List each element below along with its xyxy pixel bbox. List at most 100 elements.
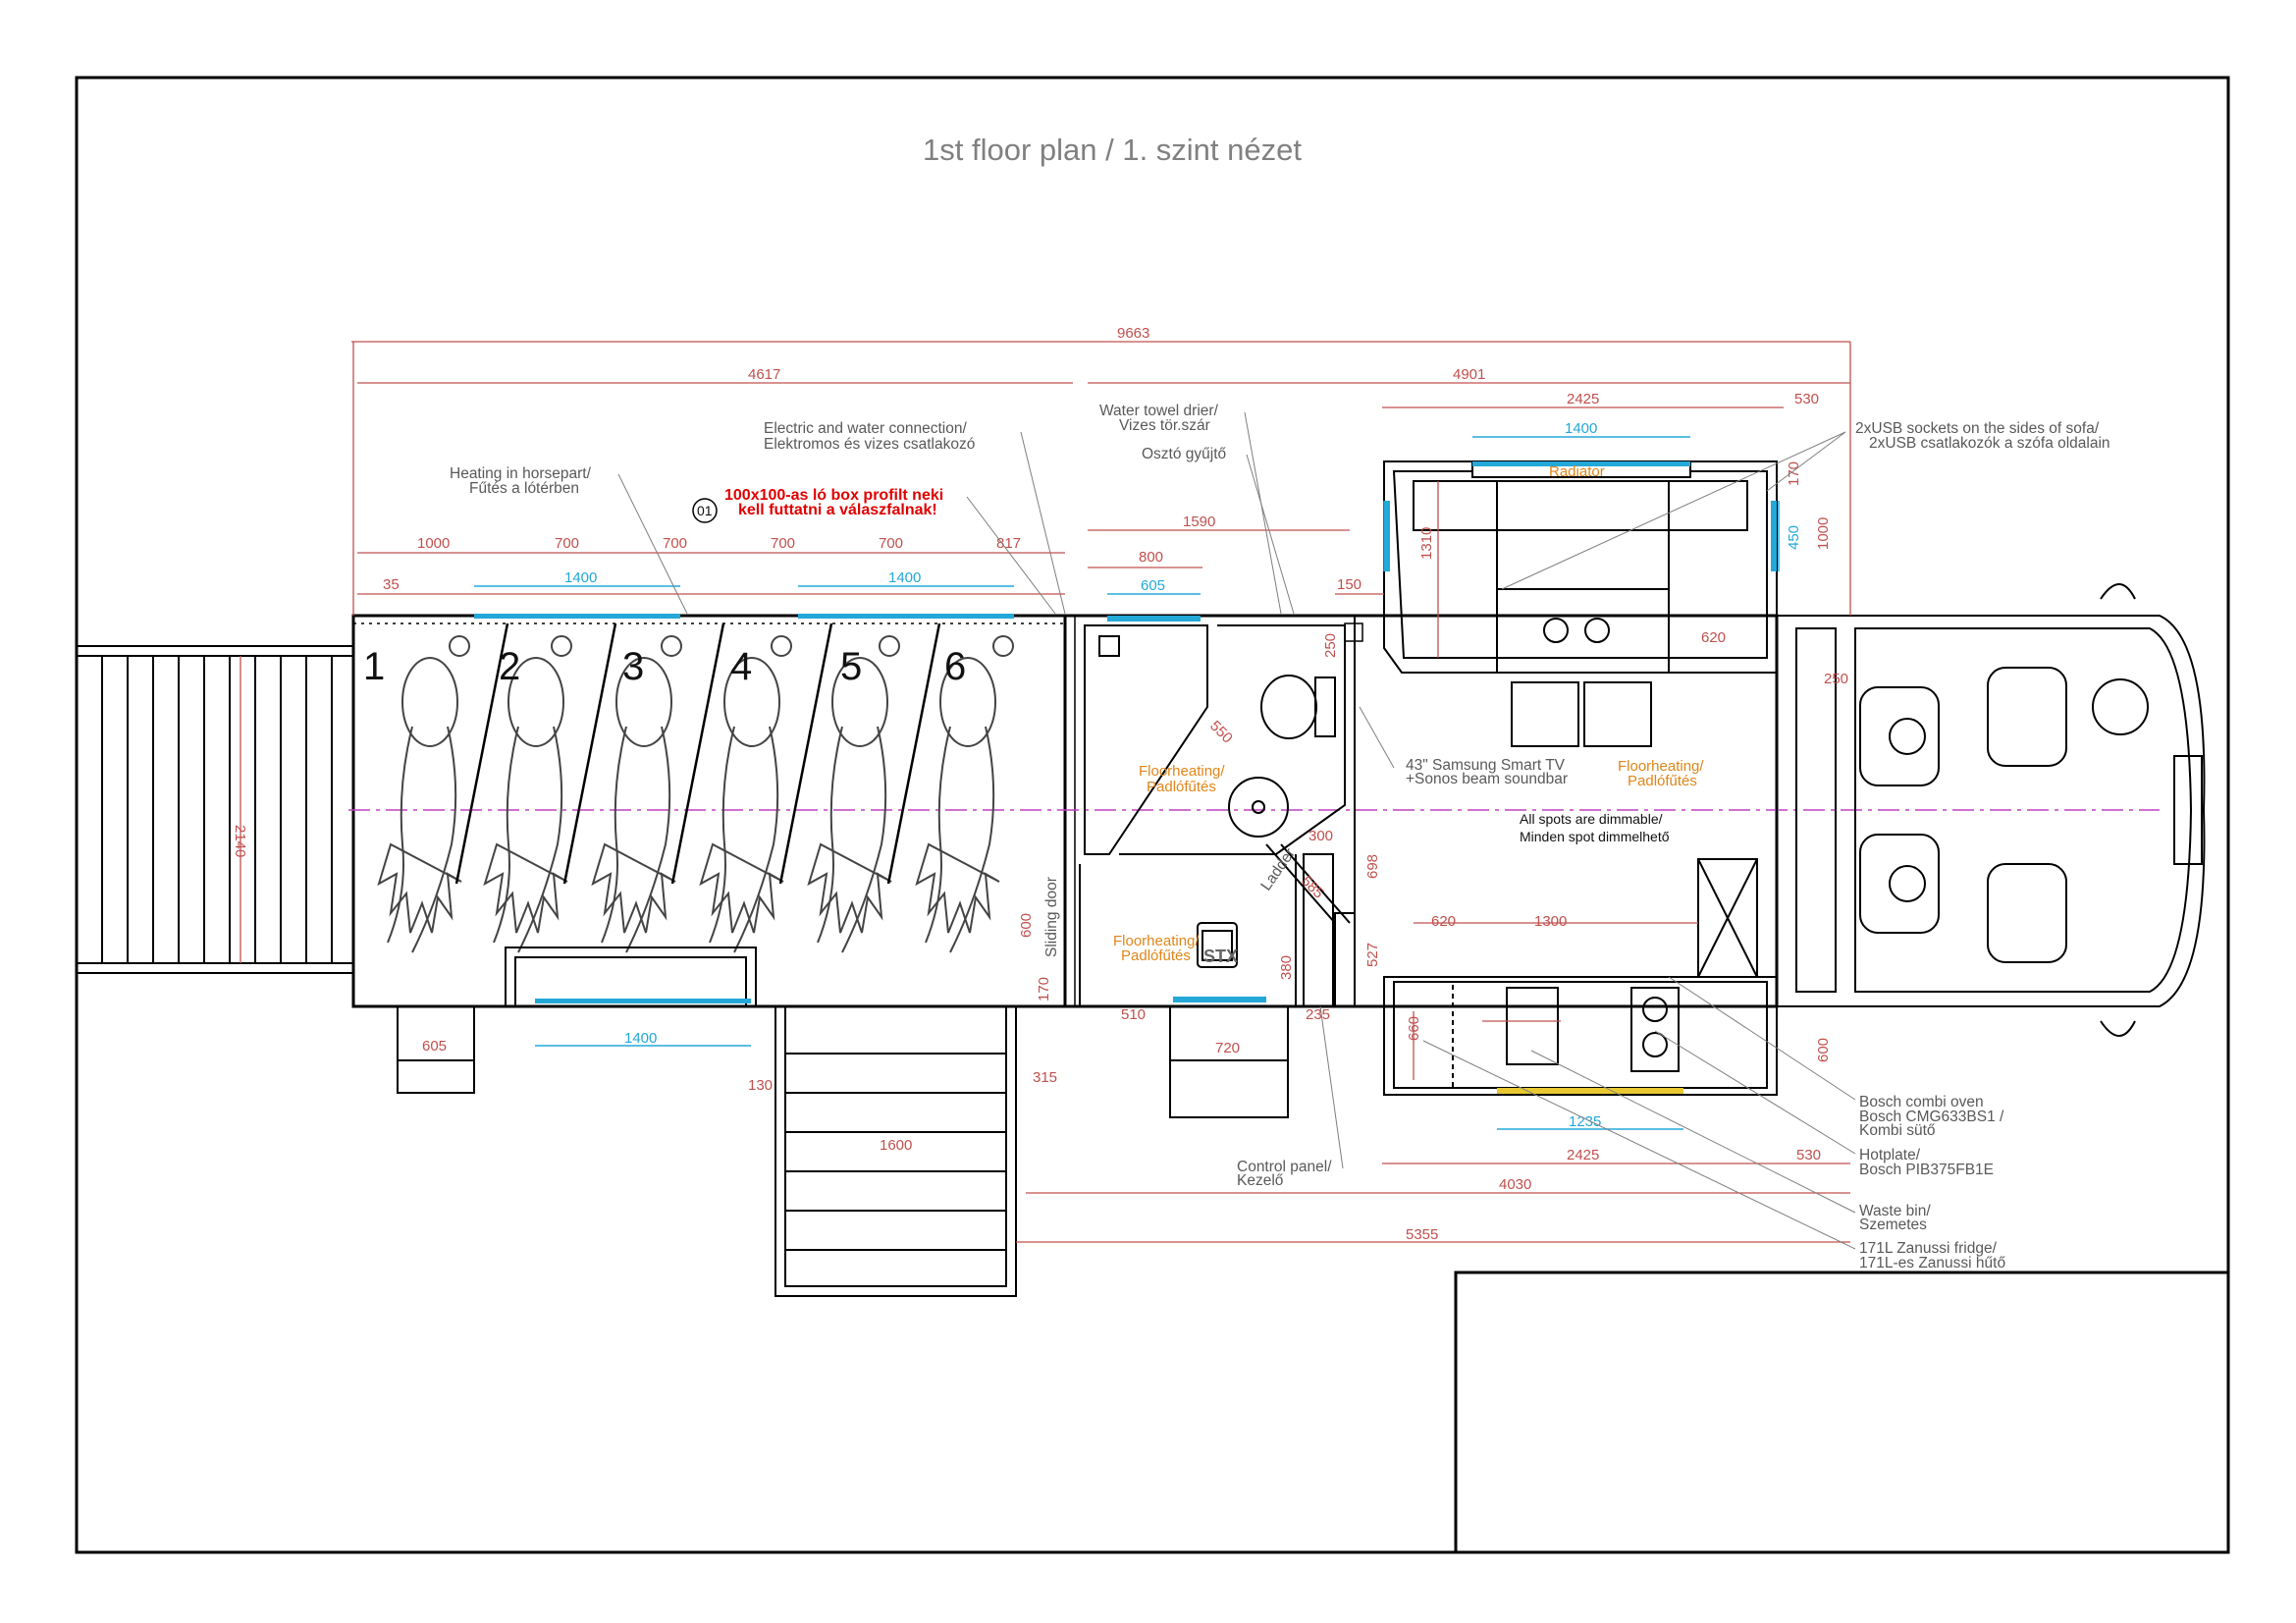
svg-text:170: 170 [1036, 977, 1052, 1001]
floorheating-label: Floorheating/ [1618, 758, 1704, 775]
svg-text:660: 660 [1406, 1016, 1422, 1041]
leader-lines [617, 411, 1856, 1250]
svg-text:510: 510 [1121, 1006, 1146, 1023]
svg-text:380: 380 [1278, 955, 1295, 980]
glass-dimension-lines [474, 436, 1780, 1130]
entrance-stairs [774, 1005, 1017, 1297]
svg-text:450: 450 [1786, 525, 1802, 550]
usb-label: 2xUSB sockets on the sides of sofa/ [1855, 420, 2100, 437]
fridge-label: 171L Zanussi fridge/ [1859, 1240, 1998, 1257]
svg-text:698: 698 [1364, 854, 1381, 879]
title-block [1454, 1271, 2230, 1554]
svg-text:700: 700 [555, 535, 579, 552]
elec-label: Elektromos és vizes csatlakozó [764, 436, 975, 453]
svg-text:1000: 1000 [417, 535, 450, 552]
kitchen [1383, 858, 1778, 1096]
svg-text:1235: 1235 [1569, 1113, 1601, 1130]
horse-side-door [397, 947, 757, 1094]
fridge [1393, 981, 1454, 1089]
radiator-label: Radiator [1549, 463, 1605, 480]
blue-windows [474, 614, 1014, 1003]
seat [1987, 667, 2067, 767]
svg-text:620: 620 [1431, 913, 1456, 930]
elec-label: Electric and water connection/ [764, 420, 967, 437]
usb-label: 2xUSB csatlakozók a szófa oldalain [1869, 435, 2110, 452]
control-panel-label: Kezelő [1237, 1172, 1283, 1189]
hotplate-label: Hotplate/ [1859, 1147, 1921, 1163]
svg-text:4030: 4030 [1499, 1176, 1531, 1193]
towel-drier-label: Water towel drier/ [1099, 403, 1219, 419]
svg-text:600: 600 [1018, 913, 1035, 938]
waste-bin-label: Waste bin/ [1859, 1203, 1931, 1219]
svg-text:800: 800 [1139, 549, 1163, 566]
seat [1859, 686, 1940, 786]
svg-text:550: 550 [1206, 718, 1236, 747]
svg-text:300: 300 [1308, 828, 1333, 844]
floorheating-label: Padlófűtés [1147, 779, 1216, 795]
svg-text:605: 605 [422, 1038, 447, 1055]
svg-text:700: 700 [879, 535, 903, 552]
spots-label: All spots are dimmable/ [1520, 811, 1663, 827]
svg-text:1400: 1400 [888, 569, 921, 586]
svg-text:1400: 1400 [1565, 420, 1597, 437]
spots-label: Minden spot dimmelhető [1520, 829, 1670, 844]
svg-text:817: 817 [996, 535, 1021, 552]
svg-text:585: 585 [1298, 873, 1327, 902]
bath-window [1107, 616, 1201, 622]
sofa-table [1511, 681, 1579, 747]
dimension-lines [240, 341, 1851, 1243]
svg-text:5355: 5355 [1406, 1226, 1438, 1243]
box-number: 1 [363, 645, 385, 688]
svg-text:700: 700 [771, 535, 795, 552]
svg-text:315: 315 [1033, 1069, 1057, 1086]
svg-text:530: 530 [1796, 1147, 1821, 1163]
tv-label: +Sonos beam soundbar [1406, 771, 1568, 787]
floorheating-label: Floorheating/ [1139, 763, 1225, 780]
svg-text:1400: 1400 [624, 1030, 657, 1047]
box-number: 4 [730, 645, 752, 688]
svg-text:1310: 1310 [1418, 527, 1435, 560]
callout-number: 01 [697, 503, 713, 518]
horse-3 [591, 635, 682, 953]
side-window [1384, 501, 1390, 571]
stx-logo: STX [1203, 947, 1238, 966]
svg-text:4617: 4617 [748, 366, 780, 383]
box-number: 2 [499, 645, 520, 688]
svg-text:2425: 2425 [1567, 1147, 1599, 1163]
horse-4 [699, 635, 792, 953]
page-title: 1st floor plan / 1. szint nézet [923, 133, 1302, 167]
svg-text:605: 605 [1141, 577, 1165, 594]
svg-text:1300: 1300 [1534, 913, 1567, 930]
manifold-label: Osztó gyűjtő [1142, 446, 1226, 462]
svg-text:35: 35 [383, 576, 400, 593]
sliding-door-label: Sliding door [1043, 877, 1060, 957]
corridor [1079, 843, 1356, 1118]
callout-circle [692, 498, 718, 523]
door-window [1173, 997, 1266, 1002]
bathroom [1084, 616, 1346, 855]
box-number: 3 [622, 645, 644, 688]
svg-text:2425: 2425 [1567, 391, 1599, 407]
sofa [1383, 460, 1778, 747]
svg-text:720: 720 [1215, 1040, 1240, 1056]
svg-text:700: 700 [663, 535, 687, 552]
box-partitions [454, 622, 941, 885]
heating-label: Fűtés a lótérben [469, 480, 579, 497]
svg-text:130: 130 [748, 1077, 773, 1094]
svg-text:250: 250 [1322, 633, 1339, 658]
svg-text:1590: 1590 [1183, 514, 1215, 530]
horse-5 [807, 635, 900, 953]
side-window [1771, 501, 1777, 571]
rear-ramp [76, 645, 354, 974]
horse-2 [483, 635, 572, 953]
svg-text:9663: 9663 [1117, 325, 1149, 342]
waste-bin-label: Szemetes [1859, 1217, 1927, 1233]
warning-note: 100x100-as ló box profilt neki [724, 487, 943, 504]
horse-boxes: 1 2 3 4 5 6 [363, 622, 1014, 953]
seat [1987, 863, 2067, 963]
horse-6 [915, 635, 1014, 953]
control-panel-label: Control panel/ [1237, 1159, 1332, 1175]
floorheating-label: Padlófűtés [1121, 947, 1191, 964]
svg-text:170: 170 [1786, 461, 1802, 486]
